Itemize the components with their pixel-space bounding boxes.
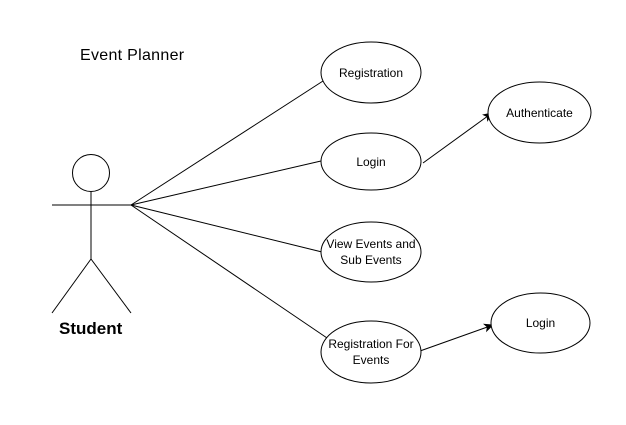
actor-right-leg	[90, 258, 132, 314]
usecase-login[interactable]	[320, 132, 422, 191]
usecase-login-2[interactable]	[490, 292, 591, 354]
usecase-view-events-label: View Events and Sub Events	[326, 237, 416, 267]
student-actor[interactable]	[51, 154, 132, 314]
association-registration	[130, 80, 324, 206]
association-login	[130, 160, 322, 206]
usecase-registration-for-events[interactable]	[320, 320, 422, 384]
usecase-authenticate-label: Authenticate	[506, 105, 573, 120]
diagram-title: Event Planner	[80, 47, 185, 64]
actor-head	[72, 154, 110, 192]
usecase-view-events[interactable]	[320, 221, 422, 283]
usecase-login-label: Login	[356, 154, 386, 169]
association-view-events	[130, 204, 323, 253]
usecase-login-2-label: Login	[525, 316, 556, 330]
arrow-registration-events-to-login	[419, 323, 494, 352]
actor-left-leg	[51, 258, 92, 314]
arrow-login-to-authenticate	[422, 112, 493, 164]
usecase-registration-for-events-label: Registration For Events	[328, 337, 414, 367]
usecase-registration-label: Registration	[338, 65, 404, 80]
usecase-authenticate[interactable]	[487, 81, 592, 144]
association-registration-for-events	[130, 204, 331, 341]
actor-label: Student	[59, 319, 123, 338]
usecase-registration[interactable]	[320, 41, 422, 104]
